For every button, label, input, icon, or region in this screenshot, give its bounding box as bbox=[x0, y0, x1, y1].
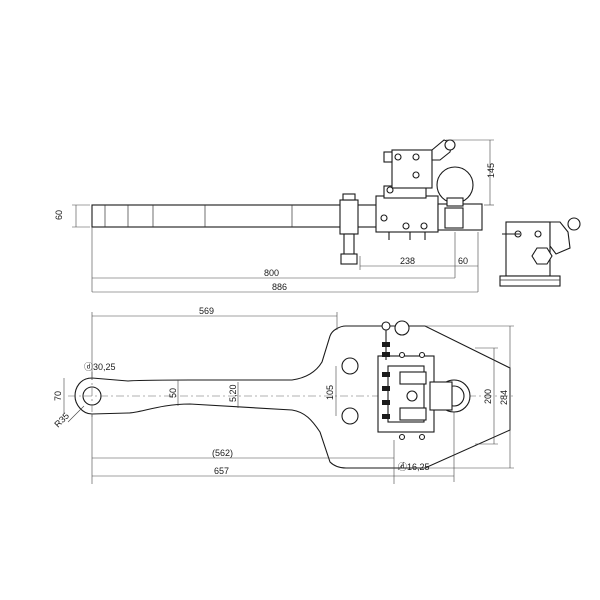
dim-label-hole-dia: ⓓ30,25 bbox=[84, 362, 116, 372]
dim-label-238: 238 bbox=[400, 256, 415, 266]
housing-bolt bbox=[386, 186, 394, 194]
housing-bolt bbox=[380, 214, 388, 222]
lock-pin bbox=[383, 151, 393, 163]
radius-leader bbox=[67, 405, 85, 423]
pin-head bbox=[381, 321, 391, 331]
end-handle bbox=[549, 221, 571, 255]
clamp-bolt-head bbox=[342, 193, 356, 201]
end-view bbox=[499, 217, 581, 287]
end-bolt bbox=[534, 230, 542, 238]
small-hole bbox=[418, 351, 426, 359]
clamp-block bbox=[339, 199, 359, 235]
small-hole bbox=[398, 351, 406, 359]
housing-bolt bbox=[420, 222, 428, 230]
handle-knob bbox=[444, 139, 456, 151]
dim-label-105: 105 bbox=[325, 385, 335, 400]
housing-bolt bbox=[402, 222, 410, 230]
dim-label-70: 70 bbox=[53, 391, 63, 401]
end-nut bbox=[531, 247, 553, 265]
dim-label-145: 145 bbox=[486, 163, 496, 178]
dia-leader bbox=[397, 461, 405, 471]
dim-label-800: 800 bbox=[264, 268, 279, 278]
coupling-neck-top bbox=[429, 381, 453, 411]
dim-label-657: 657 bbox=[214, 466, 229, 476]
dim-label-520: 5,20 bbox=[228, 384, 238, 402]
latch-pin bbox=[412, 153, 420, 161]
coupling-jaw bbox=[444, 207, 464, 229]
chain-link bbox=[382, 352, 390, 357]
dim-label-r35: R35 bbox=[52, 411, 71, 430]
chain-link bbox=[382, 342, 390, 347]
clamp-bolt bbox=[343, 233, 355, 257]
latch-pivot bbox=[406, 390, 418, 402]
latch-bar bbox=[399, 407, 427, 421]
dim-label-562: (562) bbox=[212, 448, 233, 458]
chain-link bbox=[382, 372, 390, 377]
clamp-nut bbox=[340, 253, 358, 265]
dim-label-60b: 60 bbox=[458, 256, 468, 266]
mount-hole bbox=[341, 407, 359, 425]
dim-label-200: 200 bbox=[483, 389, 493, 404]
mount-hole bbox=[341, 357, 359, 375]
end-handle-knob bbox=[567, 217, 581, 231]
top-view: 569 ⓓ30,25 70 R35 50 5,20 105 200 284 (5 bbox=[52, 306, 515, 484]
dim-label-60: 60 bbox=[54, 210, 64, 220]
dim-label-886: 886 bbox=[272, 282, 287, 292]
dim-label-small-dia: ⓓ16,25 bbox=[398, 462, 430, 472]
dim-label-569: 569 bbox=[199, 306, 214, 316]
latch-pin bbox=[394, 153, 402, 161]
small-hole bbox=[398, 433, 406, 441]
end-base-plate bbox=[499, 275, 561, 287]
side-view: 60 145 238 60 800 886 bbox=[54, 139, 496, 293]
dim-label-50: 50 bbox=[168, 388, 178, 398]
ball-neck bbox=[446, 197, 464, 207]
latch-pin bbox=[412, 171, 420, 179]
chain-link bbox=[382, 414, 390, 419]
latch-bar bbox=[399, 371, 427, 385]
chain-link bbox=[382, 386, 390, 391]
chain-link bbox=[382, 400, 390, 405]
small-hole bbox=[418, 433, 426, 441]
lock-ring bbox=[394, 320, 410, 336]
dim-label-284: 284 bbox=[499, 390, 509, 405]
